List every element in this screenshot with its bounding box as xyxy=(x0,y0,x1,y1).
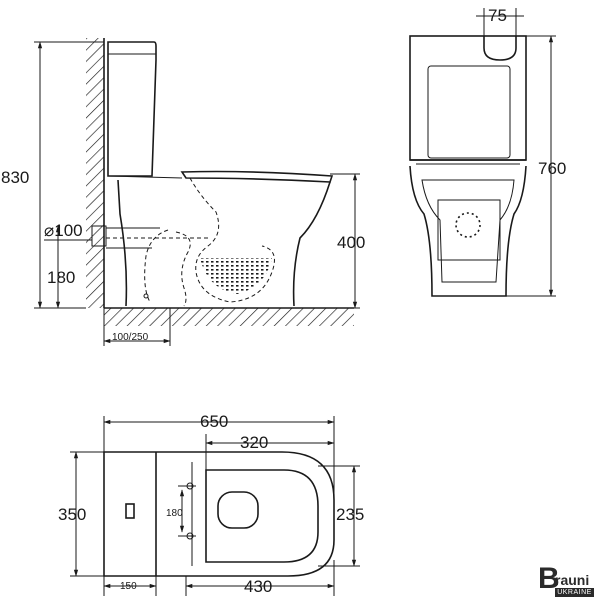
top-seat-opening xyxy=(217,491,259,529)
outlet-pipe xyxy=(91,225,107,247)
dim-total-length: 650 xyxy=(200,412,228,431)
dim-seat-width: 235 xyxy=(336,505,364,524)
front-pedestal xyxy=(409,165,527,297)
front-cistern xyxy=(409,35,527,161)
dim-pan-length: 430 xyxy=(244,577,272,596)
wall-hatch xyxy=(86,38,104,308)
brand-initial: B xyxy=(538,562,560,595)
bowl-body xyxy=(117,179,331,307)
dim-button-width: 75 xyxy=(488,6,507,25)
top-seat xyxy=(205,469,319,563)
dim-outlet-height: 180 xyxy=(47,268,75,287)
water-surface xyxy=(200,258,272,294)
dim-total-height: 830 xyxy=(1,168,29,187)
dim-bowl-length: 320 xyxy=(240,433,268,452)
dim-fixing-spacing: 180 xyxy=(166,508,183,519)
seat-lid xyxy=(180,170,334,183)
dim-bowl-height: 400 xyxy=(337,233,365,252)
brand-logo: B rauni UKRAINE xyxy=(538,564,596,598)
top-view: 180 650 320 350 235 150 430 xyxy=(58,412,364,596)
cistern-outline xyxy=(107,41,157,177)
brand-country: UKRAINE xyxy=(555,588,594,597)
dim-width: 350 xyxy=(58,505,86,524)
front-view: 75 760 xyxy=(409,6,566,297)
floor-hatch xyxy=(104,308,354,326)
fixing-circle xyxy=(455,212,481,238)
brand-name: rauni xyxy=(555,572,590,588)
dim-front-height: 760 xyxy=(538,159,566,178)
side-view: 830 ⌀100 180 400 100/250 xyxy=(1,38,365,346)
dim-tank-depth: 150 xyxy=(120,581,137,592)
flush-button xyxy=(483,36,517,61)
dim-pipe-diameter: ⌀100 xyxy=(44,221,83,240)
trap-dashed xyxy=(189,177,275,303)
dim-wall-offset: 100/250 xyxy=(112,332,149,343)
top-outline xyxy=(103,451,335,577)
